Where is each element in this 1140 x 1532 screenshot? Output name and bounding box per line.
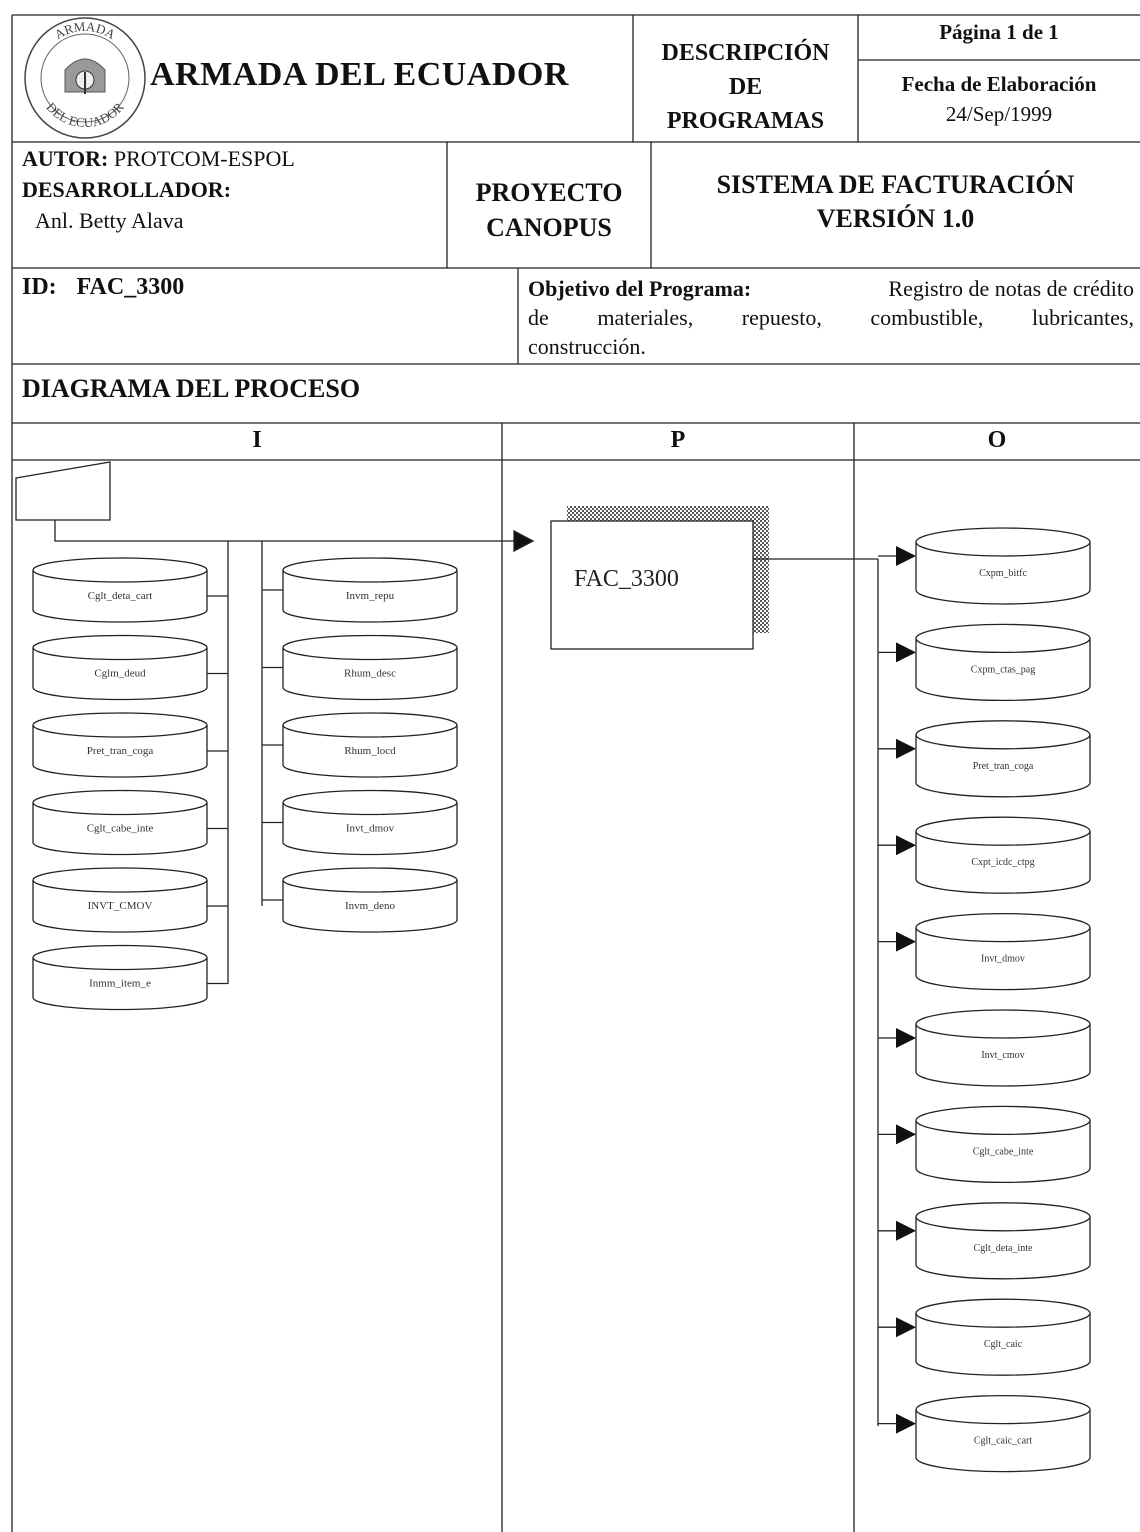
datastore-label: Invm_repu — [346, 590, 395, 602]
output-arrow — [896, 642, 916, 663]
output-arrow — [896, 931, 916, 952]
output-arrow — [896, 1124, 916, 1145]
author-line: AUTOR: PROTCOM-ESPOL — [22, 146, 295, 172]
objective-line1: Registro de notas de crédito — [888, 276, 1134, 301]
datastore-label: Cglt_caic — [984, 1339, 1023, 1350]
datastore-label: Inmm_item_e — [89, 978, 151, 990]
navy-seal-logo: ARMADA DEL ECUADOR — [24, 17, 146, 139]
datastore-label: Cxpt_icdc_ctpg — [971, 857, 1034, 868]
objective-label: Objetivo del Programa: — [528, 276, 752, 301]
column-input-header: I — [252, 427, 262, 453]
datastore-label: Invt_cmov — [981, 1050, 1024, 1061]
objective-line2: de materiales, repuesto, combustible, lu… — [528, 305, 1134, 330]
output-datastore: Cglt_caic — [915, 1298, 1091, 1376]
output-arrow — [896, 1220, 916, 1241]
input-datastore: Rhum_locd — [282, 712, 458, 778]
id-value: FAC_3300 — [76, 274, 185, 300]
datastore-label: Rhum_locd — [344, 745, 396, 757]
datastore-label: Cglt_cabe_inte — [973, 1146, 1034, 1157]
input-datastore: Invm_deno — [282, 867, 458, 933]
manual-input-shape — [15, 461, 111, 521]
seal-text-top: ARMADA — [52, 19, 119, 43]
column-process-header: P — [670, 427, 686, 453]
column-output-header: O — [987, 427, 1007, 453]
output-datastore: Pret_tran_coga — [915, 720, 1091, 798]
svg-text:ARMADA: ARMADA — [52, 19, 119, 43]
output-datastore: Invt_cmov — [915, 1009, 1091, 1087]
output-arrow — [896, 1413, 916, 1434]
date-value: 24/Sep/1999 — [945, 102, 1053, 126]
input-datastore: Cglt_cabe_inte — [32, 789, 208, 856]
project-line1: PROYECTO — [475, 178, 623, 207]
input-datastore: Pret_tran_coga — [32, 712, 208, 778]
output-datastore: Cxpm_bitfc — [915, 527, 1091, 605]
datastore-label: Rhum_desc — [344, 668, 396, 680]
date-label: Fecha de Elaboración — [901, 72, 1097, 96]
datastore-label: Cglt_cabe_inte — [87, 823, 154, 835]
output-arrow — [896, 546, 916, 566]
program-objective: Objetivo del Programa: Registro de notas… — [528, 274, 1134, 361]
datastore-label: Cxpm_ctas_pag — [971, 664, 1035, 675]
output-arrow — [896, 1028, 916, 1048]
datastore-label: Pret_tran_coga — [973, 761, 1034, 772]
output-datastore: Cglt_cabe_inte — [915, 1105, 1091, 1184]
process-name: FAC_3300 — [574, 566, 679, 592]
doc-type-line3: PROGRAMAS — [666, 108, 825, 134]
datastore-label: Cglt_caic_cart — [974, 1436, 1033, 1447]
org-name: ARMADA DEL ECUADOR — [150, 56, 569, 93]
developer-label: DESARROLLADOR: — [22, 177, 232, 202]
system-line1: SISTEMA DE FACTURACIÓN — [716, 170, 1075, 199]
output-datastore: Cxpt_icdc_ctpg — [915, 816, 1091, 894]
doc-type-line1: DESCRIPCIÓN — [661, 40, 830, 66]
input-datastore: Invt_dmov — [282, 789, 458, 856]
id-label: ID: — [22, 274, 57, 300]
page-label: Página 1 de 1 — [939, 20, 1059, 44]
doc-type-line2: DE — [728, 74, 763, 100]
doc-type: DESCRIPCIÓN DE PROGRAMAS — [633, 36, 858, 138]
process-box — [550, 520, 754, 650]
objective-line3: construcción. — [528, 334, 646, 359]
datastore-label: Invm_deno — [345, 900, 396, 912]
output-datastore: Cxpm_ctas_pag — [915, 623, 1091, 702]
program-id: ID: FAC_3300 — [22, 274, 184, 301]
output-datastore: Invt_dmov — [915, 912, 1091, 991]
input-datastore: Inmm_item_e — [32, 944, 208, 1011]
datastore-label: INVT_CMOV — [88, 900, 153, 912]
output-arrow — [896, 1317, 916, 1338]
datastore-label: Invt_dmov — [346, 823, 395, 835]
developer-value: Anl. Betty Alava — [35, 208, 184, 233]
system-line2: VERSIÓN 1.0 — [816, 204, 975, 233]
output-arrow — [896, 738, 916, 759]
author-label: AUTOR: — [22, 146, 109, 171]
input-datastore: Rhum_desc — [282, 634, 458, 701]
system-name: SISTEMA DE FACTURACIÓN VERSIÓN 1.0 — [651, 168, 1140, 236]
project-line2: CANOPUS — [486, 213, 612, 242]
input-datastore: Cglm_deud — [32, 634, 208, 701]
output-datastore: Cglt_deta_inte — [915, 1202, 1091, 1280]
datastore-label: Cglm_deud — [94, 668, 146, 680]
datastore-label: Cglt_deta_cart — [88, 590, 153, 602]
datastore-label: Pret_tran_coga — [87, 745, 154, 757]
project-name: PROYECTO CANOPUS — [447, 175, 651, 245]
datastore-label: Cglt_deta_inte — [974, 1243, 1033, 1254]
datastore-label: Invt_dmov — [981, 954, 1025, 965]
diagram-title: DIAGRAMA DEL PROCESO — [22, 374, 361, 403]
input-datastore: Cglt_deta_cart — [32, 557, 208, 623]
author-value: PROTCOM-ESPOL — [113, 146, 295, 171]
input-datastore: INVT_CMOV — [32, 867, 208, 933]
output-datastore: Cglt_caic_cart — [915, 1394, 1091, 1473]
output-arrow — [896, 835, 916, 856]
datastore-label: Cxpm_bitfc — [979, 568, 1027, 579]
input-datastore: Invm_repu — [282, 557, 458, 623]
